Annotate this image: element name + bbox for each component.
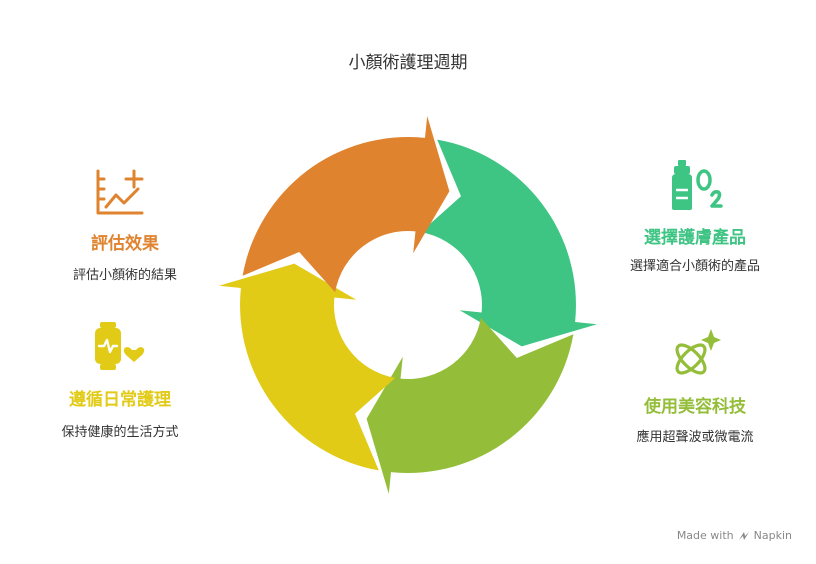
step-description: 評估小顏術的結果 (72, 268, 177, 283)
cycle-arrow-lime (366, 317, 574, 494)
step-description: 保持健康的生活方式 (61, 425, 179, 440)
bottle-o2-icon (672, 160, 723, 210)
smartwatch-heart-icon (95, 322, 145, 370)
napkin-logo-icon (738, 531, 749, 540)
step-description: 應用超聲波或微電流 (636, 430, 754, 445)
cycle-arrow-orange (242, 116, 450, 293)
chart-plus-icon (96, 169, 144, 215)
step-heading: 評估效果 (91, 234, 159, 254)
step-heading: 遵循日常護理 (69, 390, 171, 410)
diagram-title: 小顏術護理週期 (348, 53, 468, 73)
cycle-arrow-yellow (219, 263, 396, 471)
step-heading: 選擇護膚產品 (644, 228, 746, 248)
cycle-arrow-green (420, 139, 597, 347)
made-with-text: Made with (676, 529, 734, 542)
step-heading: 使用美容科技 (644, 397, 746, 417)
brand-text: Napkin (753, 529, 792, 542)
napkin-watermark: Made with Napkin (677, 529, 792, 542)
step-description: 選擇適合小顏術的產品 (629, 259, 760, 274)
atom-sparkle-icon (675, 329, 721, 375)
